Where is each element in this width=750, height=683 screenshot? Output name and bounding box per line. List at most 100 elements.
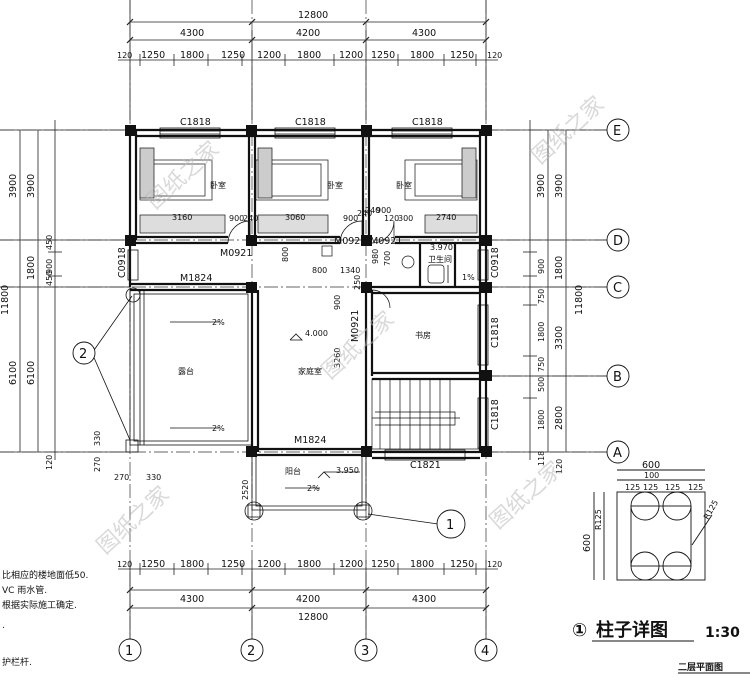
dim-total-bottom: 12800 <box>298 612 328 623</box>
slope-label: 2% <box>212 424 225 433</box>
columns <box>125 125 492 457</box>
room-label-balcony: 阳台 <box>285 466 301 476</box>
dim-misc: 980 <box>371 249 380 264</box>
axis-label-A: A <box>613 446 622 461</box>
slope-label: 2% <box>212 318 225 327</box>
note-line: 比相应的楼地面低50. <box>2 569 88 581</box>
decor-columns <box>125 287 373 521</box>
dim-bay-bottom-1: 4300 <box>180 594 204 605</box>
dim-sub: 120 <box>487 51 502 60</box>
dim-right: 1800 <box>554 256 565 280</box>
detail-dim: R125 <box>594 509 603 530</box>
axis-label-3: 3 <box>361 644 369 659</box>
dim-right: 120 <box>555 459 564 474</box>
dim-sub-bottom: 1250 <box>450 559 474 570</box>
dim-sub: 120 <box>117 51 132 60</box>
plan-title: 二层平面图 <box>678 662 723 673</box>
watermark: 图纸之家 <box>92 482 174 559</box>
detail-dim: 125 <box>688 483 703 492</box>
dim-sub: 1800 <box>180 50 204 61</box>
callout-leaders <box>91 295 439 525</box>
dim-sub: 1800 <box>410 50 434 61</box>
axis-label-B: B <box>613 370 622 385</box>
title-underline <box>592 640 750 674</box>
dim-sub-bottom: 1800 <box>180 559 204 570</box>
dim-right: 750 <box>537 289 546 304</box>
note-line: 护栏杆. <box>2 656 32 668</box>
dim-right: 3900 <box>536 174 547 198</box>
window-label: C1818 <box>490 399 501 430</box>
dim-left: 450 <box>45 235 54 250</box>
dim-misc: 3060 <box>285 213 305 222</box>
dim-misc: 1340 <box>340 266 360 275</box>
watermark: 图纸之家 <box>527 92 609 169</box>
detail-dim: 125 <box>643 483 658 492</box>
dim-misc: 900 <box>229 214 244 223</box>
window-label: C0918 <box>117 247 128 278</box>
dim-left: 3900 <box>26 174 37 198</box>
dim-misc: 800 <box>312 266 327 275</box>
axis-label-2: 2 <box>247 644 255 659</box>
watermark: 图纸之家 <box>485 457 567 534</box>
axis-bubbles <box>72 118 630 662</box>
window-label: C0918 <box>490 247 501 278</box>
stairs <box>371 378 481 450</box>
window-label: C1818 <box>180 117 211 128</box>
dim-bay-bottom-3: 4300 <box>412 594 436 605</box>
axis-label-D: D <box>613 234 623 249</box>
axis-label-E: E <box>613 124 621 139</box>
note-line: . <box>2 621 5 631</box>
dim-sub-bottom: 1250 <box>371 559 395 570</box>
dim-sub-bottom: 1250 <box>221 559 245 570</box>
dim-sub-bottom: 120 <box>117 560 132 569</box>
dim-sub: 1250 <box>450 50 474 61</box>
dim-misc: 900 <box>376 206 391 215</box>
dim-right: 1800 <box>537 410 546 430</box>
door-label: M0921 <box>334 236 366 247</box>
dim-misc: 800 <box>281 247 290 262</box>
dim-misc: 250 <box>353 275 362 290</box>
dim-left: 3900 <box>8 174 19 198</box>
dim-right: 500 <box>537 377 546 392</box>
dim-misc: 3260 <box>333 348 342 368</box>
dim-right: 3900 <box>554 174 565 198</box>
dim-misc: 3160 <box>172 213 192 222</box>
dim-right: 2800 <box>554 406 565 430</box>
terrace-outline <box>129 289 367 511</box>
dim-sub: 1200 <box>339 50 363 61</box>
dim-misc: 2740 <box>436 213 456 222</box>
dim-sub-bottom: 1800 <box>410 559 434 570</box>
window-label: C1818 <box>295 117 326 128</box>
dim-bay-1: 4300 <box>180 28 204 39</box>
dim-left: 450 <box>45 271 54 286</box>
dim-misc: 240 <box>365 206 380 215</box>
door-label: M0921 <box>370 236 402 247</box>
level-label: 3.950 <box>336 466 359 475</box>
axis-label-4: 4 <box>481 644 489 659</box>
column-detail <box>593 469 713 581</box>
dim-sub: 1250 <box>221 50 245 61</box>
detail-title: 柱子详图 <box>596 619 668 641</box>
detail-dim: 100 <box>644 471 659 480</box>
dim-bay-3: 4300 <box>412 28 436 39</box>
furniture <box>139 147 478 284</box>
dim-misc: 300 <box>398 214 413 223</box>
detail-radius: R125 <box>702 498 720 521</box>
watermark: 图纸之家 <box>142 137 224 214</box>
dim-misc: 240 <box>357 209 372 218</box>
dim-sub: 1800 <box>297 50 321 61</box>
room-label-study: 书房 <box>415 330 431 340</box>
note-line: VC 雨水管. <box>2 584 47 596</box>
callout-label-2: 2 <box>79 347 87 362</box>
dim-left: 1800 <box>26 256 37 280</box>
dim-right: 900 <box>537 259 546 274</box>
detail-dim: 600 <box>582 534 593 552</box>
dim-misc: 2520 <box>241 480 250 500</box>
dim-right: 1800 <box>537 322 546 342</box>
level-label: 3.970 <box>430 243 453 252</box>
room-label-bedroom: 卧室 <box>327 180 343 190</box>
dim-misc: 330 <box>93 431 102 446</box>
dim-misc: 270 <box>114 473 129 482</box>
room-label-family: 家庭室 <box>298 366 322 376</box>
